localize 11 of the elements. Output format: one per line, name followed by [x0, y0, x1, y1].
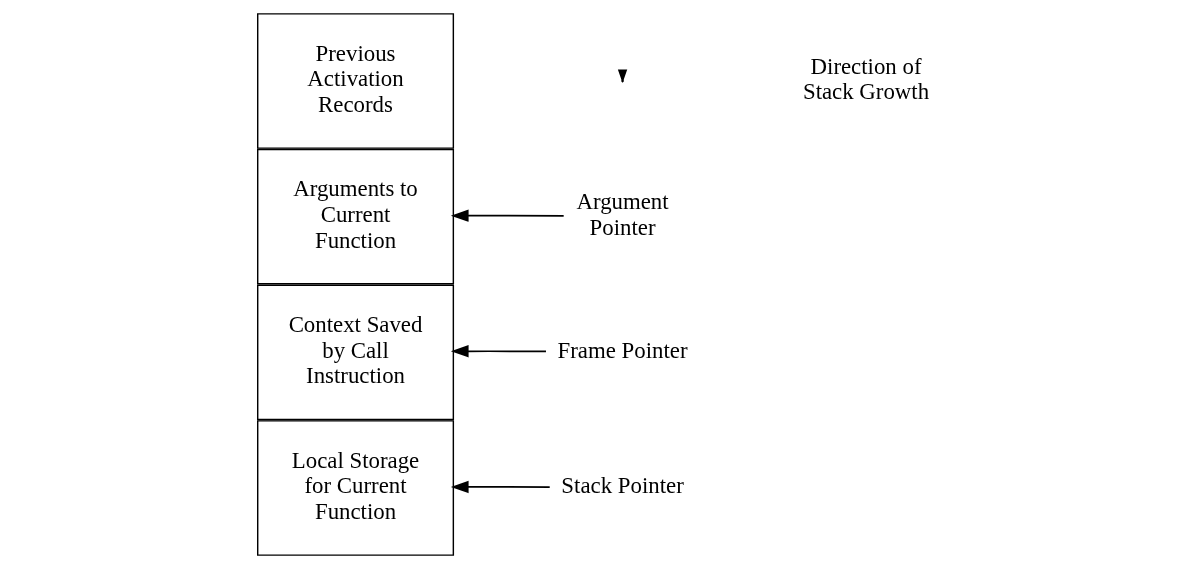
node-box: Context Saved by Call Instruction [256, 284, 454, 421]
node-box: Previous Activation Records [256, 13, 454, 149]
node-text: Argument Pointer [575, 189, 669, 240]
node-text: Frame Pointer [557, 337, 688, 363]
arrow [450, 480, 551, 494]
arrow [450, 209, 565, 222]
node-box: Local Storage for Current Function [256, 420, 454, 556]
arrow [450, 345, 547, 358]
node-text: Stack Pointer [560, 473, 684, 499]
label: Direction of Stack Growth [802, 53, 929, 105]
node-box: Arguments to Current Function [256, 148, 454, 285]
